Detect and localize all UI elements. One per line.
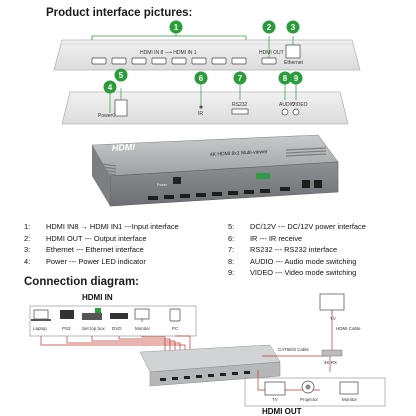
tv-label: TV <box>330 316 336 321</box>
hdmi-port <box>91 57 107 65</box>
hdmi-port <box>191 57 207 65</box>
svg-text:6: 6 <box>199 74 204 83</box>
hdmi-port <box>131 57 147 65</box>
output-tv-icon <box>264 381 286 396</box>
callout-5: 5 <box>114 68 128 82</box>
svg-text:8: 8 <box>283 74 288 83</box>
svg-text:3: 3 <box>291 23 296 32</box>
cat-cable-label: CAT5E/6 Cable <box>278 347 309 352</box>
ir-label: IR <box>198 111 203 117</box>
legend-item: 3:Ethernet --- Ethernet interface <box>24 245 144 255</box>
callout-6: 6 <box>194 71 208 85</box>
legend-item: 5:DC/12V --- DC/12V power interface <box>228 222 366 231</box>
set-top-box-icon <box>82 308 102 320</box>
ethernet-label: Ethernet <box>284 60 304 66</box>
callout-1: 1 <box>169 20 183 34</box>
dvd-icon <box>110 313 128 319</box>
svg-text:4: 4 <box>108 83 113 92</box>
callout-3: 3 <box>286 20 300 34</box>
hdmi-in-label: HDMI IN 8 ⟶ HDMI IN 1 <box>140 50 197 56</box>
product-title: Product interface pictures: <box>46 7 193 19</box>
hdmi-port <box>231 57 247 65</box>
mini-device <box>139 344 281 387</box>
source-devices <box>31 308 181 322</box>
output-label: Projector <box>300 397 319 402</box>
audio-button <box>281 108 289 116</box>
audio-label: AUDIO <box>279 102 295 108</box>
power-led <box>112 113 116 117</box>
rs232-port <box>231 108 249 115</box>
rear-panel <box>53 39 361 71</box>
callout-9: 9 <box>289 71 303 85</box>
hdmi-input-ports <box>91 57 247 65</box>
connection-title: Connection diagram: <box>24 276 140 288</box>
source-label: PC <box>172 326 179 331</box>
callout-4: 4 <box>103 80 117 94</box>
hdmi-out-port <box>261 57 277 65</box>
callout-7: 7 <box>233 71 247 85</box>
ps3-icon <box>60 310 74 319</box>
legend-item: 9:VIDEO --- Video mode switching <box>228 268 357 278</box>
rx-label: 4K RX <box>324 360 337 365</box>
legend-item: 6:IR --- IR receive <box>228 233 303 243</box>
projector-icon <box>301 380 315 394</box>
pc-icon <box>169 308 181 322</box>
hdmi-out-title: HDMI OUT <box>262 407 302 416</box>
legend-left: 1:HDMI IN8 → HDMI IN1 ---Input interface… <box>24 221 179 267</box>
ethernet-port <box>285 44 301 59</box>
source-label: DVD <box>112 326 122 331</box>
ir-receiver <box>199 105 203 109</box>
source-label: PS3 <box>62 326 71 331</box>
legend-right: 5:DC/12V --- DC/12V power interface 6:IR… <box>228 221 366 279</box>
svg-text:9: 9 <box>294 74 299 83</box>
rs232-label: RS232 <box>232 102 248 108</box>
source-label: Set top box <box>82 326 106 331</box>
hdmi-port <box>211 57 227 65</box>
hdmi-in-title: HDMI IN <box>82 293 113 302</box>
device-dc-jack <box>173 177 181 184</box>
laptop-icon <box>31 309 51 321</box>
power-led-label: Power <box>98 113 113 119</box>
hdmi-port <box>111 57 127 65</box>
source-label: Laptop <box>33 326 47 331</box>
vent-slots <box>95 147 327 176</box>
output-label: Monitor <box>342 397 358 402</box>
legend-item: 7:RS232 --- RS232 interface <box>228 245 338 255</box>
tv-icon <box>319 293 345 314</box>
outputs-frame <box>244 377 386 407</box>
hdmi-cable-label: HDMI Cable <box>336 326 361 331</box>
output-monitor-icon <box>339 381 359 395</box>
hdmi-out-label: HDMI OUT <box>259 50 284 56</box>
video-button <box>292 108 300 116</box>
dc-power-jack <box>114 99 128 117</box>
callout-2: 2 <box>262 20 276 34</box>
device-front-ports <box>148 180 322 200</box>
source-label: Monitor <box>135 326 151 331</box>
svg-text:2: 2 <box>267 23 272 32</box>
front-panel <box>61 91 349 125</box>
device-brand: HDMI <box>112 142 136 153</box>
legend-item: 2:HDMI OUT --- Output interface <box>24 233 147 243</box>
device-power-label: Power <box>157 183 168 187</box>
video-label: VIDEO <box>292 102 308 108</box>
legend-item: 8:AUDIO --- Audio mode switching <box>228 256 357 266</box>
legend-item: 1:HDMI IN8 → HDMI IN1 ---Input interface <box>24 222 179 231</box>
output-cable <box>257 355 331 391</box>
monitor-icon <box>134 308 150 322</box>
svg-text:5: 5 <box>119 71 124 80</box>
legend-item: 4:Power --- Power LED indicator <box>24 256 146 266</box>
device-model: 4K HDMI 8x1 Multi-viewer <box>210 149 268 158</box>
svg-text:7: 7 <box>238 74 243 83</box>
output-label: TV <box>272 397 278 402</box>
rx-box <box>321 349 343 357</box>
hdmi-port <box>171 57 187 65</box>
hdmi-port <box>151 57 167 65</box>
svg-text:1: 1 <box>174 23 179 32</box>
callout-8: 8 <box>278 71 292 85</box>
device-terminal <box>256 173 270 179</box>
device-photo: HDMI 4K HDMI 8x1 Multi-viewer Power <box>91 134 339 207</box>
sources-frame <box>29 305 197 337</box>
